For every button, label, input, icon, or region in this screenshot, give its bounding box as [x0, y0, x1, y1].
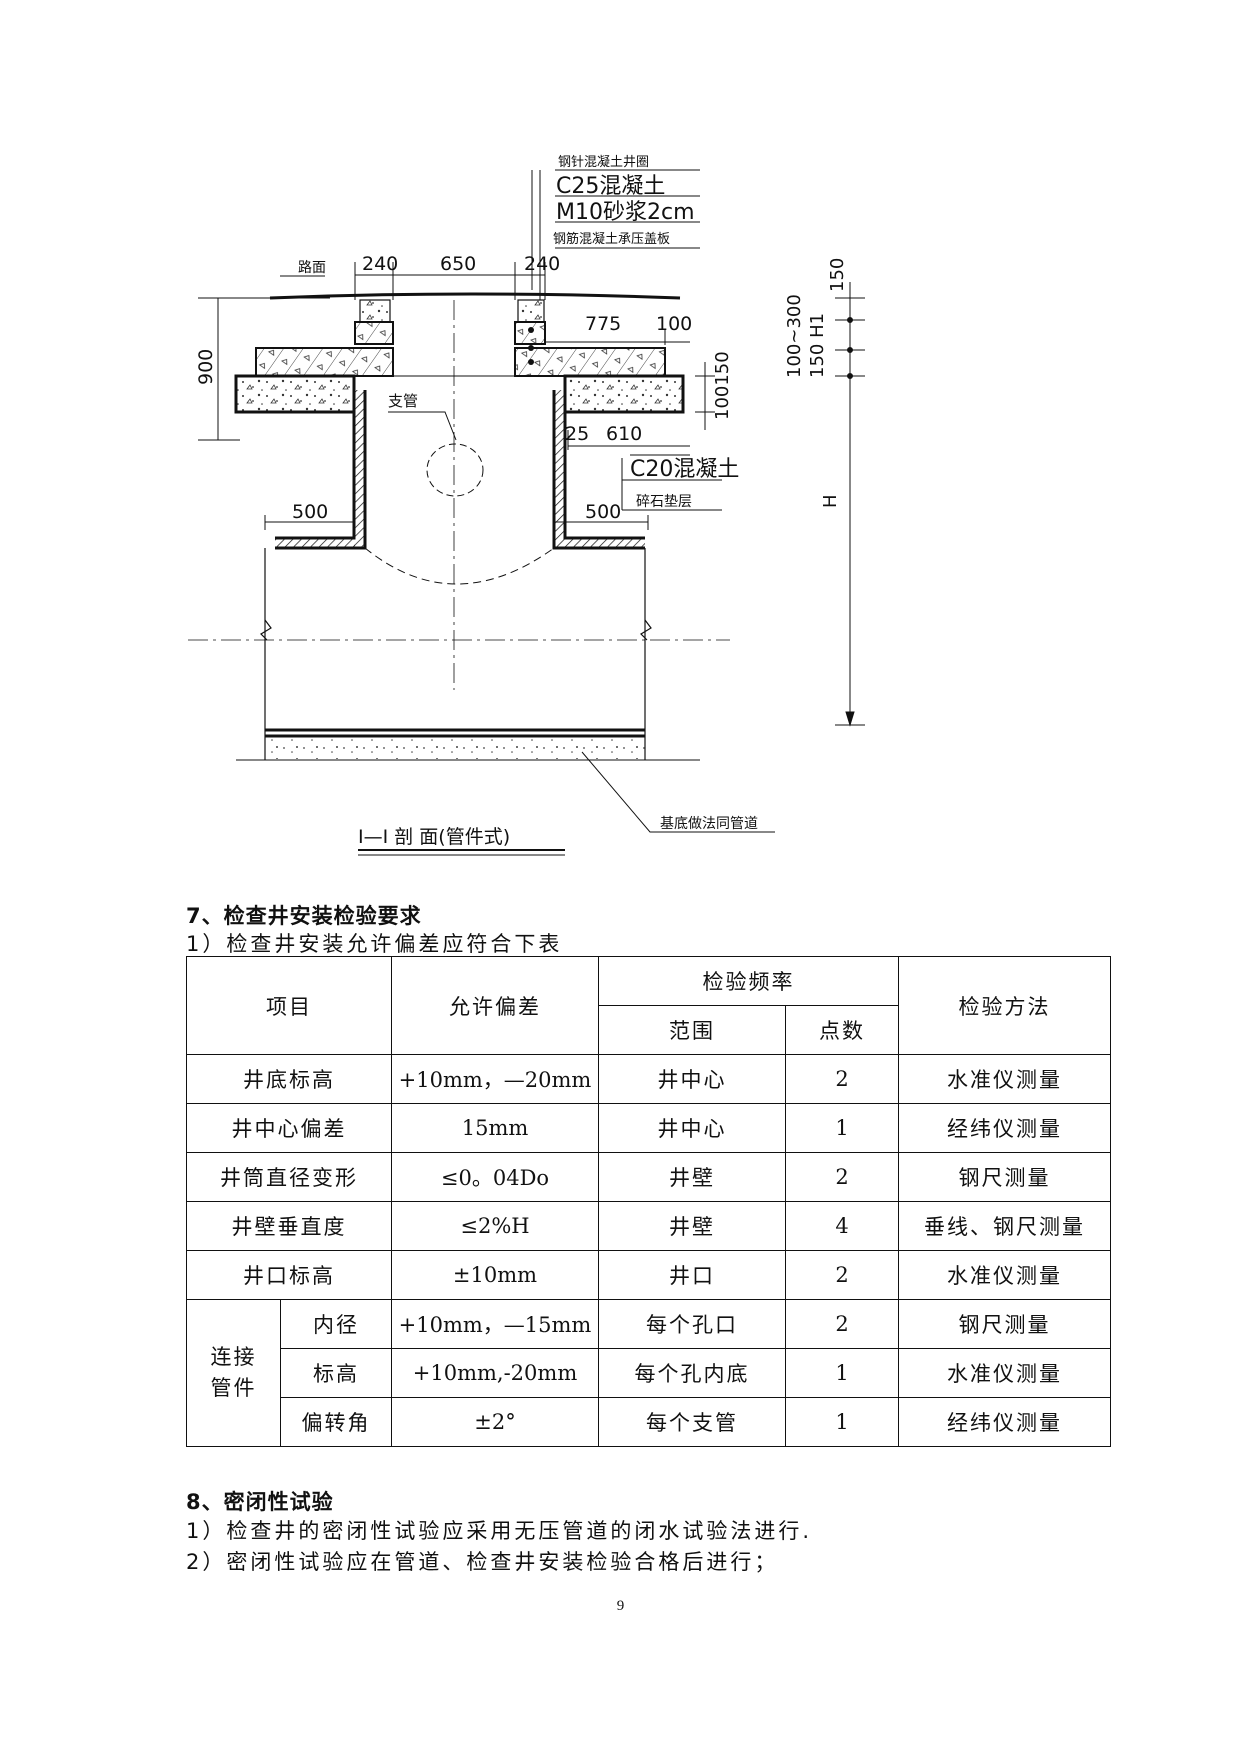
road-label: 路面 — [298, 260, 326, 276]
elevation-dimension — [835, 282, 865, 727]
ring-block-right-top — [514, 321, 546, 345]
table-row: 井口标高 ±10mm 井口 2 水准仪测量 — [186, 1250, 1111, 1300]
pipe-bedding — [265, 737, 645, 759]
table-row: 井壁垂直度 ≤2%H 井壁 4 垂线、钢尺测量 — [186, 1201, 1111, 1251]
section7-intro: 1）检查井安装允许偏差应符合下表 — [186, 932, 563, 956]
branch-label: 支管 — [388, 392, 418, 410]
dim-100: 100 — [656, 313, 692, 335]
branch-pipe-opening — [426, 443, 484, 497]
base-slab-right — [563, 374, 685, 414]
dim-500-left: 500 — [292, 501, 328, 523]
c20-label: C20混凝土 — [630, 457, 739, 482]
dim-650: 650 — [440, 253, 476, 275]
base-slab-left — [234, 374, 356, 414]
shaft-wall-left — [354, 390, 365, 548]
side-dimension — [695, 362, 715, 430]
collar-right — [517, 299, 545, 323]
material-callouts — [531, 169, 700, 300]
table-row: 井中心偏差 15mm 井中心 1 经纬仪测量 — [186, 1103, 1111, 1153]
shaft-wall-right — [554, 390, 565, 548]
dim-240-left: 240 — [362, 253, 398, 275]
elev-h: H — [820, 494, 841, 508]
gravel-label: 碎石垫层 — [636, 494, 692, 510]
base-dimension-lines — [567, 430, 690, 450]
callout-ring: 钢针混凝土井圈 — [558, 154, 649, 170]
elev-100-300: 100~300 — [784, 294, 805, 378]
dim-500-right: 500 — [585, 501, 621, 523]
ring-block-left-top — [354, 321, 394, 345]
table-row: 井底标高 +10mm，—20mm 井中心 2 水准仪测量 — [186, 1054, 1111, 1104]
page-number: 9 — [616, 1598, 625, 1614]
cover-slab-left — [255, 347, 394, 377]
header-points: 点数 — [785, 1005, 899, 1055]
dim-900: 900 — [195, 349, 217, 385]
height-dimension — [198, 297, 330, 441]
callout-cover: 钢筋混凝土承压盖板 — [553, 231, 670, 247]
table-row: 偏转角 ±2° 每个支管 1 经纬仪测量 — [187, 1397, 1111, 1447]
callout-m10: M10砂浆2cm — [556, 200, 695, 225]
right-dimension-lines — [545, 330, 690, 345]
header-tolerance: 允许偏差 — [391, 956, 599, 1055]
section8-paragraph-2: 2）密闭性试验应在管道、检查井安装检验合格后进行； — [186, 1550, 779, 1574]
main-pipe — [260, 548, 652, 760]
callout-c25: C25混凝土 — [556, 174, 665, 199]
elev-150-h1: 150 H1 — [807, 313, 828, 378]
c20-callout-lines — [621, 454, 722, 511]
table-row: 标高 +10mm,-20mm 每个孔内底 1 水准仪测量 — [187, 1348, 1111, 1398]
foundation-label: 基底做法同管道 — [660, 815, 758, 832]
road-surface-line — [269, 292, 681, 300]
header-item: 项目 — [186, 956, 392, 1055]
dim-610: 610 — [606, 423, 642, 445]
collar-left — [359, 299, 391, 323]
table-row: 井筒直径变形 ≤0。04Do 井壁 2 钢尺测量 — [186, 1152, 1111, 1202]
dim-25: 25 — [565, 423, 589, 445]
tolerance-table: 项目 允许偏差 检验频率 检验方法 范围 点数 井底标高 +10mm，—20mm… — [186, 956, 1111, 1447]
dim-100150: 100150 — [712, 351, 733, 420]
group-label: 连接管件 — [186, 1299, 281, 1447]
elev-150: 150 — [827, 258, 848, 292]
bottom-dimension-lines — [264, 515, 649, 530]
section7-heading: 7、检查井安装检验要求 — [186, 904, 422, 928]
table-row: 连接管件 内径 +10mm，—15mm 每个孔口 2 钢尺测量 — [186, 1299, 1111, 1447]
section8-heading: 8、密闭性试验 — [186, 1490, 334, 1514]
manhole-section-drawing: 钢针混凝土井圈 C25混凝土 M10砂浆2cm 钢筋混凝土承压盖板 240 65… — [188, 154, 865, 856]
header-method: 检验方法 — [898, 956, 1111, 1055]
cover-slab-right — [514, 347, 666, 377]
dim-775: 775 — [585, 313, 621, 335]
header-frequency: 检验频率 — [598, 956, 899, 1006]
section8-paragraph-1: 1）检查井的密闭性试验应采用无压管道的闭水试验法进行. — [186, 1519, 813, 1543]
header-scope: 范围 — [598, 1005, 786, 1055]
dim-240-right: 240 — [524, 253, 560, 275]
section-title: I—I 剖 面(管件式) — [358, 826, 510, 848]
